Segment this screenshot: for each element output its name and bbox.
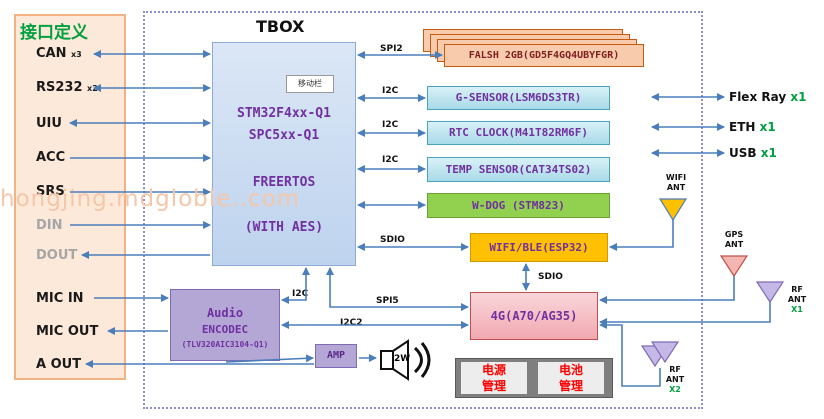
amp-block: AMP <box>315 344 357 368</box>
rf1-antenna-icon <box>755 281 785 304</box>
ext-flexray: Flex Ray x1 <box>729 90 807 104</box>
arrow-rf2-ant <box>599 321 623 360</box>
iface-mic-in: MIC IN <box>36 291 84 306</box>
ext-usb: USB x1 <box>729 146 777 160</box>
gsensor-block: G-SENSOR(LSM6DS3TR) <box>427 86 610 110</box>
audio-line-1: Audio <box>206 306 244 320</box>
temp-sensor-block: TEMP SENSOR(CAT34TS02) <box>427 157 610 182</box>
rf2-antenna-icon-b <box>650 341 680 364</box>
ext-eth: ETH x1 <box>729 120 776 134</box>
bus-sdio-modem: SDIO <box>538 272 563 282</box>
iface-acc: ACC <box>36 150 66 165</box>
mcu-line-3: FREERTOS <box>252 175 316 190</box>
iface-srs: SRS <box>36 184 65 199</box>
iface-can: CAN x3 <box>36 46 82 61</box>
tbox-boundary <box>143 11 703 409</box>
tbox-title: TBOX <box>256 17 305 36</box>
audio-line-3: (TLV320AIC3104-Q1) <box>181 340 269 349</box>
audio-line-2: ENCODEC <box>201 323 249 336</box>
watermark-text: hongjing.mdgloble..com <box>0 186 301 212</box>
mcu-line-1: STM32F4xx-Q1 <box>237 106 331 121</box>
flash-block: FALSH 2GB(GD5F4GQ4UBYFGR) <box>444 44 644 67</box>
iface-din: DIN <box>36 218 63 233</box>
iface-mic-out: MIC OUT <box>36 324 99 339</box>
speaker-wattage: 2W <box>394 354 411 364</box>
wifi-ble-block: WIFI/BLE(ESP32) <box>470 233 608 262</box>
line-rf2-ant <box>621 360 661 387</box>
wifi-antenna-icon <box>658 198 688 222</box>
gps-antenna-icon <box>719 255 749 278</box>
battery-mgmt-block: 电池 管理 <box>538 362 604 394</box>
mcu-line-2: SPC5xx-Q1 <box>248 128 320 143</box>
mcu-line-4: (WITH AES) <box>244 220 324 235</box>
rtc-block: RTC CLOCK(M41T82RM6F) <box>427 121 610 145</box>
bus-i2c-rtc: I2C <box>382 120 399 130</box>
watchdog-block: W-DOG (STM823) <box>427 193 610 218</box>
iface-a-out: A OUT <box>36 357 82 372</box>
arrow-audio-amp <box>225 354 314 363</box>
arrow-i2c-audio <box>281 267 310 304</box>
audio-codec-block: Audio ENCODEC (TLV320AIC3104-Q1) <box>170 289 280 361</box>
arrow-wifi-ant <box>609 218 674 251</box>
interface-panel-title: 接口定义 <box>20 23 88 43</box>
bus-i2c-temp: I2C <box>382 155 399 165</box>
interface-panel <box>14 14 126 380</box>
speaker-icon <box>380 339 431 381</box>
bus-i2c-gsensor: I2C <box>382 86 399 96</box>
arrow-spi5 <box>326 267 469 311</box>
move-bar-overlay[interactable]: 移动栏 <box>286 75 334 93</box>
bus-sdio-wifi: SDIO <box>380 235 405 245</box>
modem-4g-block: 4G(A70/AG35) <box>470 292 598 340</box>
arrow-gps-ant <box>599 274 735 304</box>
bus-spi2: SPI2 <box>380 44 403 54</box>
iface-uiu: UIU <box>36 116 62 131</box>
arrow-rf1-ant <box>599 302 771 326</box>
iface-dout: DOUT <box>36 248 78 263</box>
power-mgmt-block: 电源 管理 <box>461 362 527 394</box>
iface-rs232: RS232 x2 <box>36 80 98 95</box>
